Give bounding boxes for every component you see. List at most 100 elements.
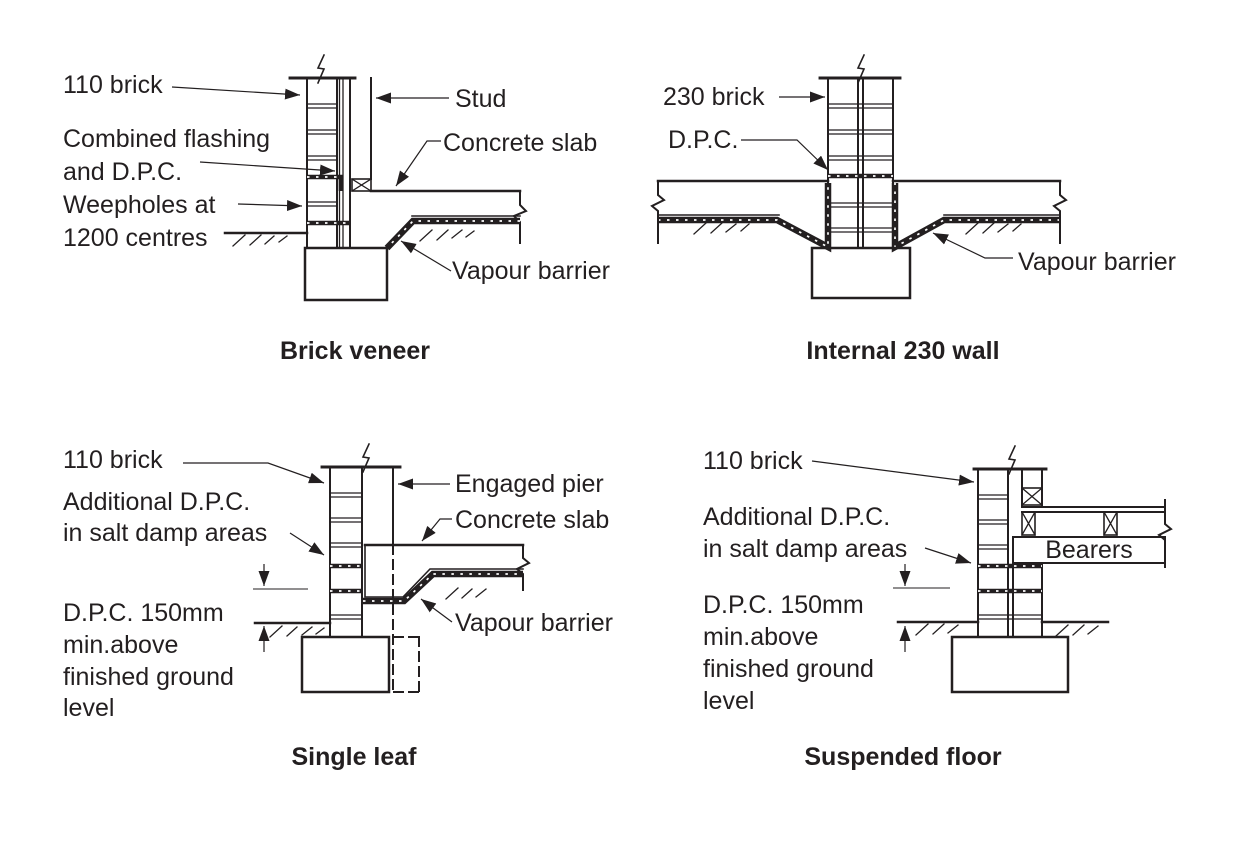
floor-break-edge (1157, 499, 1173, 568)
label-vapour-barrier: Vapour barrier (452, 257, 610, 285)
break-symbol-top (1007, 444, 1017, 476)
label-salt-damp: in salt damp areas (703, 535, 907, 563)
leaders-internal-230-wall (741, 91, 1013, 259)
soil-hatch-right (965, 222, 1022, 235)
leader-110-brick (171, 86, 301, 100)
label-bearers: Bearers (1045, 536, 1133, 564)
wall-vertical-lines (827, 77, 894, 249)
vapour-barrier-line (384, 217, 520, 251)
wall-vertical-lines (329, 466, 363, 638)
leader-additional-dpc (289, 532, 325, 556)
soil-hatch-left (232, 234, 288, 247)
vapour-barrier-right (891, 183, 1060, 253)
footing (303, 246, 389, 302)
panel-internal-230-wall: 230 brick D.P.C. Vapour barrier Internal… (650, 53, 1176, 365)
bottom-plate-cross (351, 178, 372, 192)
break-symbol-top (856, 53, 866, 85)
leader-flashing-dpc (199, 161, 336, 176)
flashing-dpc-line (307, 174, 344, 191)
slab-break-edge-right (1052, 180, 1068, 244)
leader-vapour-barrier (932, 232, 1013, 259)
caption-single-leaf: Single leaf (291, 743, 417, 771)
panel-brick-veneer: 110 brick Combined flashing and D.P.C. W… (63, 53, 610, 365)
brick-course-joints (306, 103, 338, 207)
leader-110-brick (811, 460, 975, 486)
bottom-plate-box (351, 178, 372, 192)
leader-vapour-barrier (400, 240, 452, 272)
label-min-above: min.above (703, 623, 818, 651)
label-110-brick: 110 brick (63, 446, 163, 474)
panel-suspended-floor: 110 brick Additional D.P.C. in salt damp… (703, 444, 1173, 771)
label-combined-flashing: Combined flashing (63, 125, 270, 153)
label-additional-dpc: Additional D.P.C. (63, 488, 250, 516)
drawing-single-leaf (253, 442, 531, 694)
label-110-brick: 110 brick (63, 71, 163, 99)
label-salt-damp: in salt damp areas (63, 519, 267, 547)
drawing-suspended-floor (893, 444, 1173, 694)
timber-cross-marks (1021, 487, 1118, 536)
label-and-dpc: and D.P.C. (63, 158, 182, 186)
label-1200-centres: 1200 centres (63, 224, 208, 252)
footing (300, 635, 391, 694)
label-vapour-barrier: Vapour barrier (1018, 248, 1176, 276)
panel-single-leaf: 110 brick Additional D.P.C. in salt damp… (63, 442, 613, 771)
vapour-barrier-dots (363, 573, 523, 602)
slab-bottom-outline (364, 544, 524, 598)
leaders-brick-veneer (171, 86, 452, 272)
label-vapour-barrier: Vapour barrier (455, 609, 613, 637)
vapour-barrier-left-dots (658, 183, 829, 249)
brick-course-joints (977, 494, 1043, 620)
slab-break-edge-left (650, 180, 666, 244)
soil-hatch-right (445, 587, 487, 600)
label-230-brick: 230 brick (663, 83, 765, 111)
leader-additional-dpc (924, 547, 972, 564)
label-dpc-150mm: D.P.C. 150mm (63, 599, 224, 627)
wall-vertical-lines (306, 77, 372, 249)
break-symbol-top (316, 53, 326, 85)
label-weepholes-at: Weepholes at (63, 191, 215, 219)
slab-break-edge (512, 190, 528, 244)
leader-concrete-slab (421, 518, 452, 542)
label-level: level (703, 687, 754, 715)
label-dpc: D.P.C. (668, 126, 738, 154)
inner-leaf-lines (1012, 562, 1043, 638)
soil-hatch-right (1055, 624, 1099, 637)
label-additional-dpc: Additional D.P.C. (703, 503, 890, 531)
drawing-internal-230-wall (650, 53, 1068, 300)
cavity-lines (338, 77, 344, 249)
break-symbol-top (361, 442, 371, 474)
footing (950, 635, 1070, 694)
pier-footing-hidden (393, 636, 420, 693)
label-dpc-150mm: D.P.C. 150mm (703, 591, 864, 619)
slab-break-edge (515, 544, 531, 591)
brick-leaf-lines (977, 468, 1009, 638)
leaders-single-leaf (183, 462, 453, 623)
soil-hatch-left (915, 623, 959, 636)
label-stud: Stud (455, 85, 506, 113)
label-concrete-slab: Concrete slab (455, 506, 609, 534)
label-finished-ground: finished ground (63, 663, 234, 691)
label-110-brick: 110 brick (703, 447, 803, 475)
label-engaged-pier: Engaged pier (455, 470, 604, 498)
leader-dpc (741, 139, 829, 171)
soil-hatch-right (419, 229, 475, 242)
footing (810, 246, 912, 300)
drawing-brick-veneer (223, 53, 528, 302)
plate-box (1021, 487, 1043, 506)
label-concrete-slab: Concrete slab (443, 129, 597, 157)
caption-internal-230-wall: Internal 230 wall (806, 337, 999, 365)
leader-weepholes (237, 200, 303, 212)
leader-concrete-slab (395, 140, 441, 187)
caption-suspended-floor: Suspended floor (804, 743, 1002, 771)
label-level: level (63, 694, 114, 722)
leader-110-brick (183, 462, 325, 484)
brick-course-joints (329, 492, 363, 620)
label-finished-ground: finished ground (703, 655, 874, 683)
leader-vapour-barrier (420, 598, 453, 623)
leaders-suspended-floor (811, 460, 975, 564)
soil-hatch-left (693, 222, 750, 235)
caption-brick-veneer: Brick veneer (280, 337, 430, 365)
label-min-above: min.above (63, 631, 178, 659)
